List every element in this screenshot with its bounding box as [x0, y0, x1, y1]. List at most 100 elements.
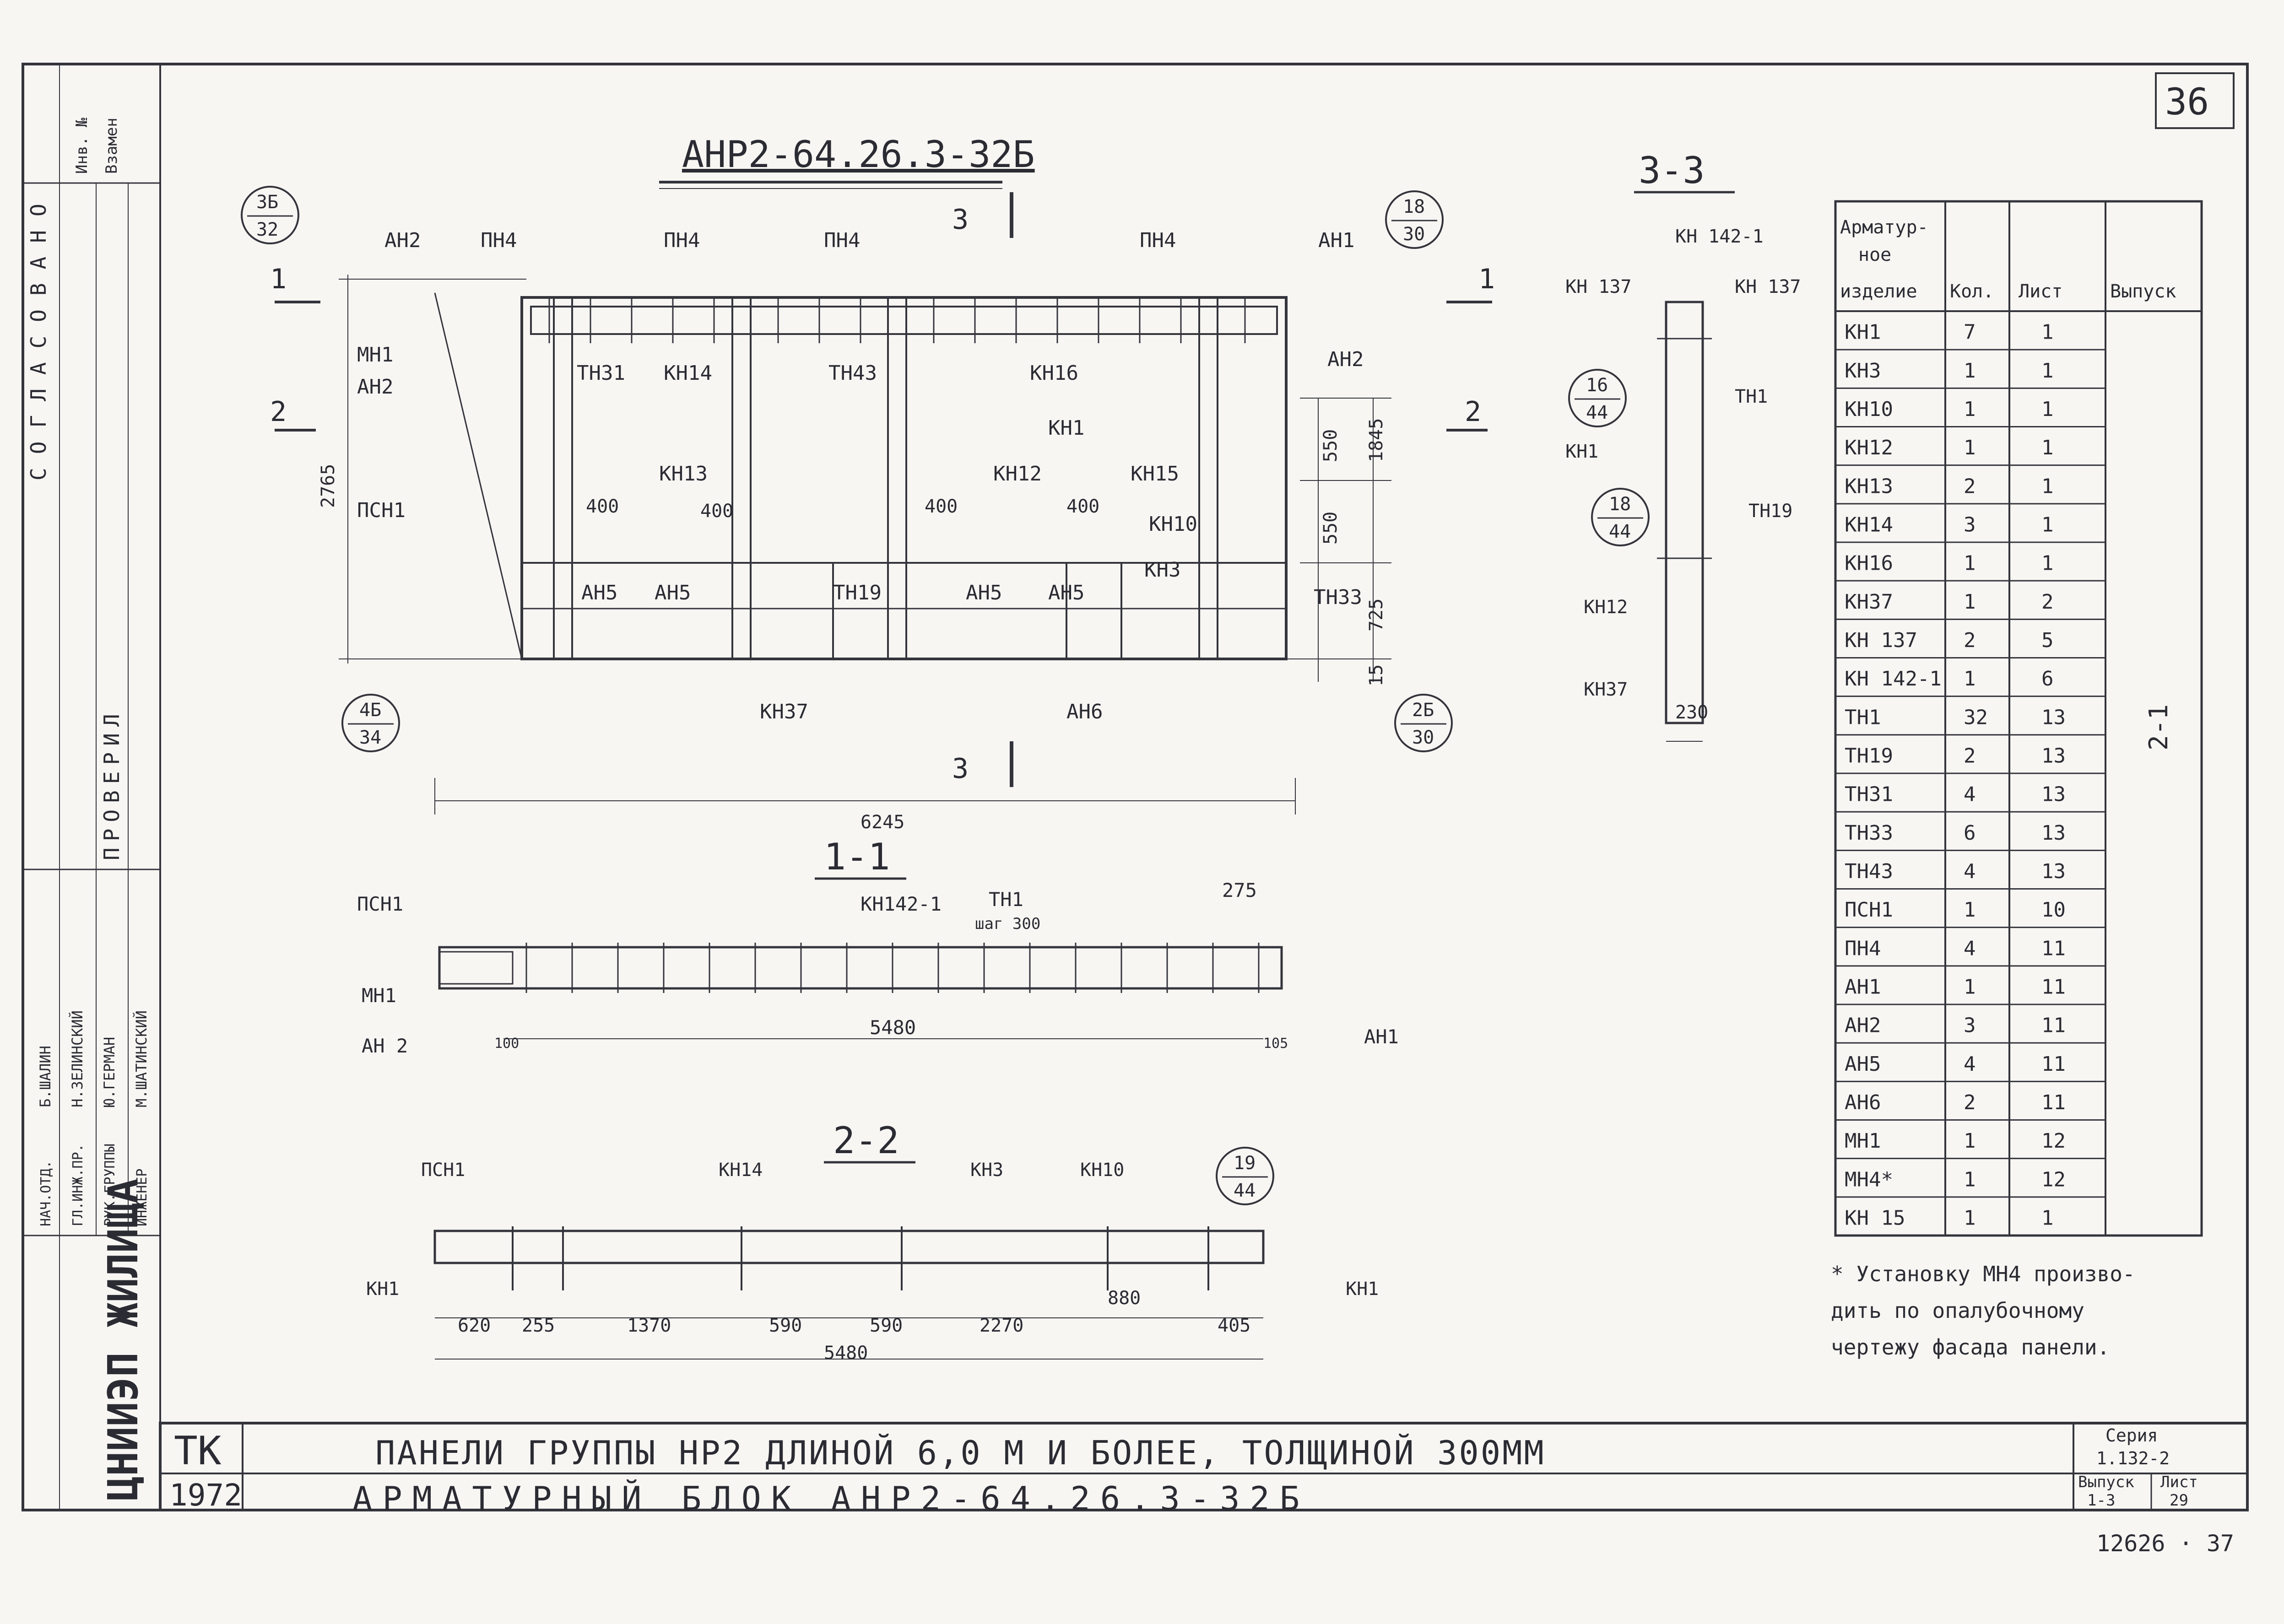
label-kn12: КН12 — [993, 462, 1042, 486]
table-cell-qty: 1 — [1964, 1168, 1976, 1191]
label-an5-2: АН5 — [655, 581, 691, 604]
s33-d230: 230 — [1675, 702, 1708, 723]
table-cell-qty: 1 — [1964, 667, 1976, 691]
dim-725: 725 — [1366, 599, 1387, 631]
note-line-3: чертежу фасада панели. — [1831, 1335, 2110, 1360]
table-cell-sheet: 11 — [2041, 1014, 2066, 1037]
label-kn10: КН10 — [1149, 513, 1197, 536]
s33-kn137-a: КН 137 — [1565, 276, 1632, 297]
svg-text:34: 34 — [359, 727, 381, 748]
sheet-value: 29 — [2170, 1491, 2188, 1510]
table-header-sheet: Лист — [2019, 281, 2062, 302]
sheet-number: 36 — [2165, 81, 2209, 123]
marker-2-left: 2 — [270, 396, 287, 428]
svg-text:2Б: 2Б — [1412, 700, 1434, 721]
table-cell-sheet: 11 — [2041, 1052, 2066, 1076]
dim-550a: 550 — [1320, 429, 1341, 462]
label-an5-1: АН5 — [581, 581, 617, 604]
label-mn1: МН1 — [357, 343, 393, 367]
section-3-3: 3-3 КН 142-1 КН 137 КН 137 ТН1 КН1 ТН19 … — [1565, 149, 1801, 742]
table-cell-qty: 7 — [1964, 321, 1976, 344]
table-cell-item: КН 137 — [1845, 629, 1917, 652]
table-cell-qty: 2 — [1964, 1091, 1976, 1114]
footer-number: 12626 · 37 — [2096, 1530, 2234, 1557]
table-cell-item: АН1 — [1845, 975, 1881, 998]
table-cell-qty: 2 — [1964, 744, 1976, 767]
specification-table: Арматур- ное изделие Кол. Лист Выпуск КН… — [1834, 200, 2203, 1237]
stamp-role-2: ГЛ.ИНЖ.ПР. — [70, 1144, 86, 1226]
label-kn1: КН1 — [1048, 416, 1084, 440]
section-2-2-title: 2-2 — [833, 1119, 899, 1162]
s22-dim-3: 1370 — [627, 1315, 671, 1336]
stamp-role-1: НАЧ.ОТД. — [38, 1160, 54, 1227]
table-cell-sheet: 1 — [2041, 513, 2054, 536]
s11-mn1: МН1 — [362, 984, 396, 1007]
table-cell-item: МН1 — [1845, 1129, 1881, 1153]
svg-text:18: 18 — [1403, 196, 1425, 217]
s22-dim-1: 620 — [458, 1315, 491, 1336]
table-cell-sheet: 12 — [2041, 1129, 2066, 1153]
table-cell-sheet: 5 — [2041, 629, 2054, 652]
table-cell-item: КН 15 — [1845, 1206, 1905, 1230]
table-cell-qty: 4 — [1964, 860, 1976, 883]
table-cell-item: КН12 — [1845, 436, 1893, 459]
dim-400d: 400 — [1066, 496, 1099, 517]
stamp-name-2: Н.ЗЕЛИНСКИЙ — [69, 1010, 86, 1107]
table-cell-sheet: 10 — [2041, 898, 2066, 922]
table-cell-sheet: 1 — [2041, 359, 2054, 383]
label-tn31: ТН31 — [577, 361, 625, 385]
label-kn14: КН14 — [664, 361, 712, 385]
table-cell-qty: 1 — [1964, 898, 1976, 922]
s11-d105: 105 — [1263, 1036, 1288, 1052]
stamp-role-3: РУК.ГРУППЫ — [102, 1144, 118, 1226]
table-cell-qty: 1 — [1964, 436, 1976, 459]
dim-6245: 6245 — [861, 812, 904, 833]
table-cell-qty: 4 — [1964, 937, 1976, 960]
table-cell-item: АН2 — [1845, 1014, 1881, 1037]
s33-kn1: КН1 — [1565, 441, 1598, 462]
s11-step: шаг 300 — [975, 915, 1040, 933]
s22-total: 5480 — [824, 1343, 868, 1364]
table-header-item-3: изделие — [1840, 281, 1917, 302]
s33-kn142: КН 142-1 — [1675, 226, 1764, 247]
s22-kn3: КН3 — [970, 1160, 1003, 1181]
table-cell-qty: 3 — [1964, 1014, 1976, 1037]
table-cell-sheet: 13 — [2041, 706, 2066, 729]
approval-stamp: СОГЛАСОВАНО Инв. № Взамен ПРОВЕРИЛ Б.ШАЛ… — [23, 64, 160, 1510]
note-line-1: * Установку МН4 произво- — [1831, 1262, 2135, 1286]
table-cell-sheet: 6 — [2041, 667, 2054, 691]
dim-400b: 400 — [700, 501, 733, 522]
table-header-item-2: ное — [1858, 244, 1891, 265]
s11-kn142: КН142-1 — [861, 893, 942, 915]
approved-label: СОГЛАСОВАНО — [26, 190, 51, 480]
dim-1845: 1845 — [1366, 418, 1387, 462]
section-2-2: 2-2 ПСН1 КН14 КН3 КН10 КН1 КН1 620 255 1… — [366, 1119, 1379, 1364]
table-release-value: 2-1 — [2144, 704, 2174, 750]
label-kn13: КН13 — [659, 462, 708, 486]
label-tn43: ТН43 — [828, 361, 877, 385]
label-an6: АН6 — [1066, 700, 1103, 723]
table-cell-sheet: 1 — [2041, 436, 2054, 459]
s11-d275: 275 — [1222, 879, 1257, 901]
s11-d100: 100 — [494, 1036, 519, 1052]
stamp-name-3: Ю.ГЕРМАН — [101, 1037, 118, 1107]
table-cell-sheet: 12 — [2041, 1168, 2066, 1191]
table-cell-item: АН6 — [1845, 1091, 1881, 1114]
release-value: 1-3 — [2087, 1491, 2115, 1510]
dim-2765: 2765 — [318, 464, 339, 508]
s22-dim-6: 2270 — [980, 1315, 1023, 1336]
svg-text:44: 44 — [1234, 1180, 1256, 1201]
label-pn4-2: ПН4 — [664, 229, 700, 252]
label-tn19: ТН19 — [833, 581, 882, 604]
s33-kn137-b: КН 137 — [1735, 276, 1801, 297]
table-cell-item: ПН4 — [1845, 937, 1881, 960]
s22-kn14: КН14 — [719, 1160, 763, 1181]
table-cell-item: ТН1 — [1845, 706, 1881, 729]
table-cell-item: КН14 — [1845, 513, 1893, 536]
